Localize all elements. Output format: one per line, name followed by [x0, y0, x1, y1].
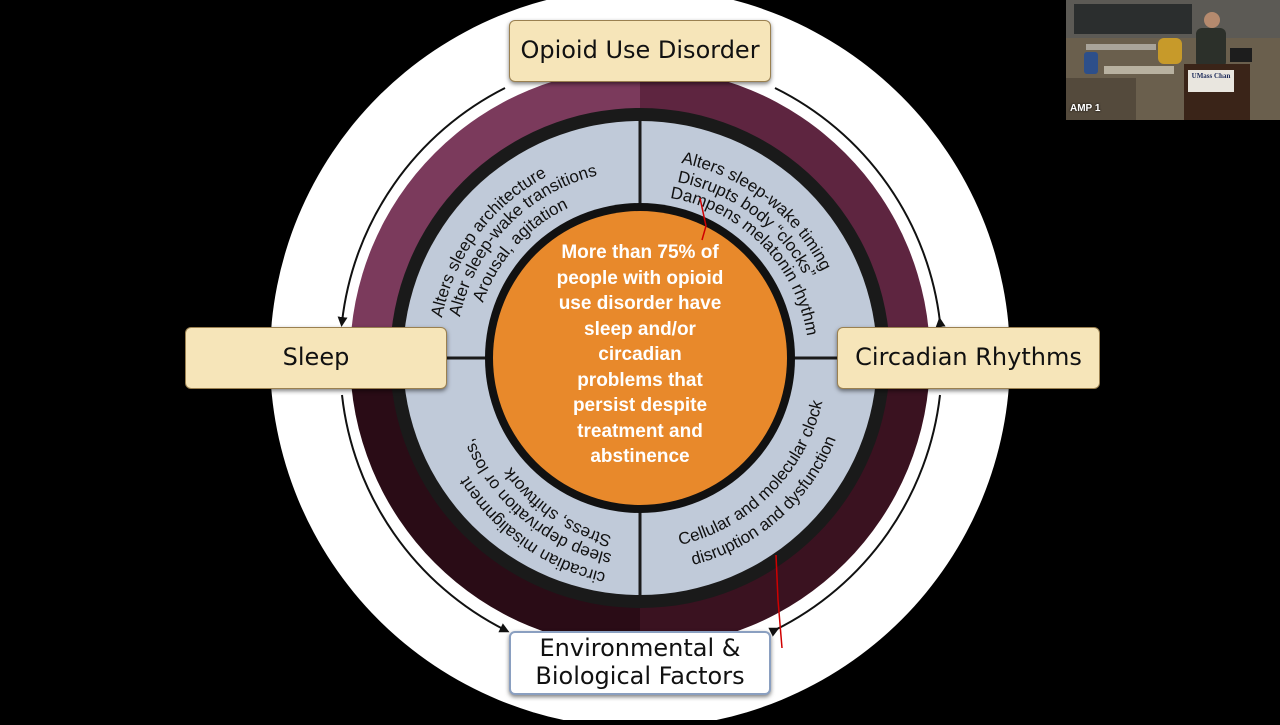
center-line: use disorder have: [558, 293, 722, 314]
center-line: abstinence: [590, 446, 690, 467]
center-line: problems that: [577, 369, 703, 391]
pen-annotation-bottom: [775, 554, 783, 649]
pen-annotation-top: [699, 197, 707, 241]
podium-logo-text: UMass Chan: [1191, 72, 1231, 80]
center-line: circadian: [598, 344, 682, 365]
webcam-video-feed: UMass Chan: [1066, 0, 1280, 120]
label-env-line-1: Environmental &: [539, 634, 741, 663]
label-env-line-2: Biological Factors: [535, 662, 745, 690]
center-statement: More than 75% of people with opioid use …: [526, 240, 754, 470]
center-line: treatment and: [577, 420, 703, 442]
webcam-label: AMP 1: [1070, 103, 1101, 114]
arrow-bottom-right: [768, 394, 941, 637]
label-sleep: Sleep: [185, 327, 447, 389]
label-opioid-use-disorder: Opioid Use Disorder: [509, 20, 771, 82]
center-line: people with opioid: [556, 267, 724, 289]
center-line: sleep and/or: [584, 318, 696, 340]
center-line: persist despite: [572, 395, 708, 416]
center-circle: [493, 211, 787, 505]
arrow-top-left: [337, 87, 506, 327]
arrow-bottom-left: [341, 394, 510, 633]
arrow-top-right: [774, 87, 946, 328]
label-environmental-biological-factors: Environmental & Biological Factors: [509, 631, 771, 695]
center-line: More than 75% of: [561, 242, 719, 263]
webcam-scene: [1066, 0, 1280, 120]
label-circadian-rhythms: Circadian Rhythms: [837, 327, 1100, 389]
